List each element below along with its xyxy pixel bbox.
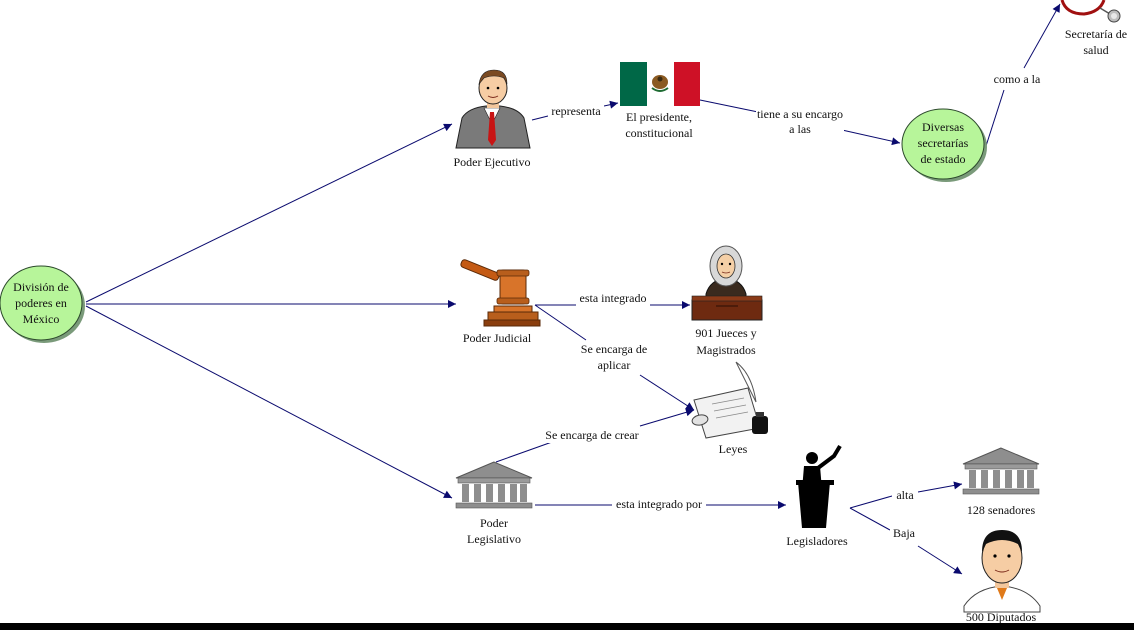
edge-label: como a la <box>994 72 1041 86</box>
edge-label: Se encarga de crear <box>545 428 638 442</box>
node-division[interactable]: División de poderes en México <box>0 265 85 343</box>
edge-legisladores-senadores[interactable]: alta <box>849 481 963 509</box>
node-jueces[interactable]: 901 Jueces y Magistrados <box>691 245 763 357</box>
edge-label: esta integrado <box>580 291 647 305</box>
node-label: Poder <box>480 516 508 530</box>
edge-label: alta <box>896 488 914 502</box>
node-secretarias[interactable]: Diversas secretarías de estado <box>901 108 987 182</box>
edge-label: a las <box>789 122 811 136</box>
edge-label: Se encarga de <box>581 342 647 356</box>
edge-legislativo-leyes[interactable]: Se encarga de crear <box>495 408 695 463</box>
edge-division-ejecutivo[interactable] <box>85 123 453 303</box>
edge-judicial-leyes[interactable]: Se encarga de aplicar <box>534 304 695 411</box>
node-label: Poder Judicial <box>463 331 532 345</box>
node-label: 128 senadores <box>967 503 1036 517</box>
node-leyes[interactable]: Leyes <box>691 361 768 456</box>
government-building-icon <box>962 447 1040 495</box>
man-portrait-icon <box>963 530 1041 613</box>
edge-label: representa <box>551 104 601 118</box>
node-label: Legislativo <box>467 532 521 546</box>
edge-ejecutivo-presidente[interactable]: representa <box>531 100 619 121</box>
node-diputados[interactable]: 500 Diputados <box>963 530 1041 624</box>
edge-judicial-jueces[interactable]: esta integrado <box>535 291 690 309</box>
judge-icon <box>691 245 763 321</box>
edge-secretarias-salud[interactable]: como a la <box>985 3 1061 147</box>
node-legislativo[interactable]: Poder Legislativo <box>455 461 533 546</box>
speaker-podium-icon <box>796 444 842 528</box>
node-label: 901 Jueces y <box>695 326 756 340</box>
node-label: Diversas <box>922 120 964 134</box>
stethoscope-icon <box>1060 0 1121 23</box>
edge-legislativo-legisladores[interactable]: esta integrado por <box>535 497 786 512</box>
node-label: Secretaría de <box>1065 27 1127 41</box>
edge-label: aplicar <box>598 358 631 372</box>
businessman-icon <box>455 69 531 149</box>
node-presidente[interactable]: El presidente, constitucional <box>620 62 700 140</box>
edge-label: Baja <box>893 526 916 540</box>
node-label: México <box>23 312 60 326</box>
node-label: de estado <box>921 152 966 166</box>
node-label: El presidente, <box>626 110 692 124</box>
node-salud[interactable]: Secretaría de salud <box>1060 0 1127 57</box>
node-label: Leyes <box>719 442 748 456</box>
node-senadores[interactable]: 128 senadores <box>962 447 1040 517</box>
edge-legisladores-diputados[interactable]: Baja <box>849 507 963 575</box>
mexico-flag-icon <box>620 62 700 106</box>
edge-division-legislativo[interactable] <box>85 305 453 499</box>
node-label: poderes en <box>15 296 67 310</box>
node-ejecutivo[interactable]: Poder Ejecutivo <box>454 69 531 169</box>
bottom-border <box>0 623 1134 630</box>
node-label: Legisladores <box>786 534 848 548</box>
edge-presidente-secretarias[interactable]: tiene a su encargo a las <box>699 99 901 146</box>
node-label: 500 Diputados <box>966 610 1037 624</box>
node-label: División de <box>13 280 69 294</box>
edge-label: esta integrado por <box>616 497 702 511</box>
government-building-icon <box>455 461 533 509</box>
node-label: salud <box>1083 43 1108 57</box>
gavel-icon <box>460 259 541 327</box>
edge-label: tiene a su encargo <box>757 107 843 121</box>
node-label: constitucional <box>625 126 693 140</box>
node-label: Magistrados <box>696 343 756 357</box>
scroll-quill-icon <box>691 361 768 439</box>
node-judicial[interactable]: Poder Judicial <box>460 259 541 345</box>
node-legisladores[interactable]: Legisladores <box>786 444 848 548</box>
node-label: Poder Ejecutivo <box>454 155 531 169</box>
node-label: secretarías <box>918 136 969 150</box>
